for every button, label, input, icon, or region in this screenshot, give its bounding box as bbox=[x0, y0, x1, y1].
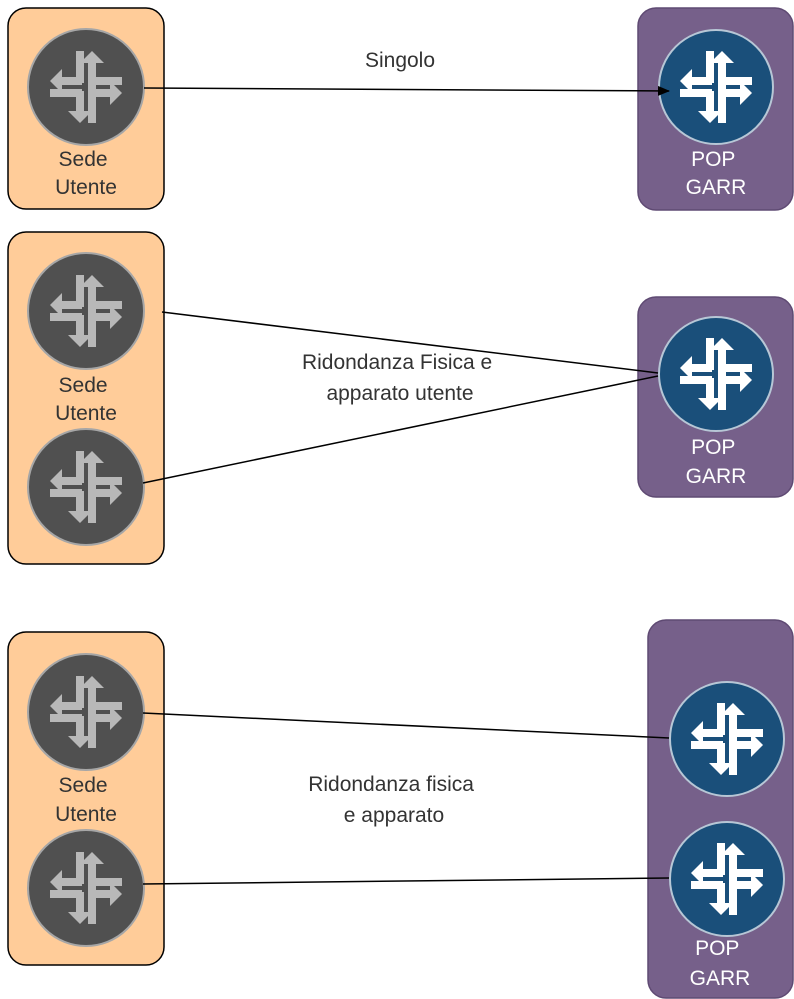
pop-router-icon bbox=[669, 821, 785, 937]
pop-label: POP GARR bbox=[690, 937, 751, 990]
pop-router-icon bbox=[658, 29, 774, 145]
scenario-single: Sede Utente POP GARR Singolo bbox=[7, 7, 794, 211]
scenario-redundant-both: Sede Utente POP GARR Ridondanza fisica e… bbox=[7, 619, 794, 999]
link-redundant-lower bbox=[142, 375, 659, 484]
link-label-redundant-user: Ridondanza Fisica e apparato utente bbox=[302, 351, 498, 405]
link-label-single: Singolo bbox=[365, 49, 435, 72]
user-site-label: Sede Utente bbox=[55, 148, 117, 199]
link-label-redundant-both: Ridondanza fisica e apparato bbox=[308, 773, 480, 827]
link-single bbox=[143, 85, 670, 96]
scenario-redundant-user-device: Sede Utente POP GARR Ridondanza Fisica e… bbox=[7, 231, 794, 565]
pop-label: POP GARR bbox=[686, 436, 747, 488]
user-router-icon bbox=[27, 28, 145, 146]
link-redundant-upper bbox=[161, 311, 659, 374]
link-redundant-upper bbox=[142, 712, 670, 739]
user-router-icon bbox=[27, 829, 145, 947]
pop-router-icon bbox=[658, 316, 774, 432]
user-site-label: Sede Utente bbox=[55, 374, 117, 425]
pop-router-icon bbox=[669, 681, 785, 797]
pop-label: POP GARR bbox=[686, 148, 747, 199]
user-router-icon bbox=[27, 653, 145, 771]
link-redundant-lower bbox=[142, 877, 670, 885]
user-router-icon bbox=[27, 428, 145, 546]
user-site-label: Sede Utente bbox=[55, 774, 117, 826]
user-router-icon bbox=[27, 252, 145, 370]
